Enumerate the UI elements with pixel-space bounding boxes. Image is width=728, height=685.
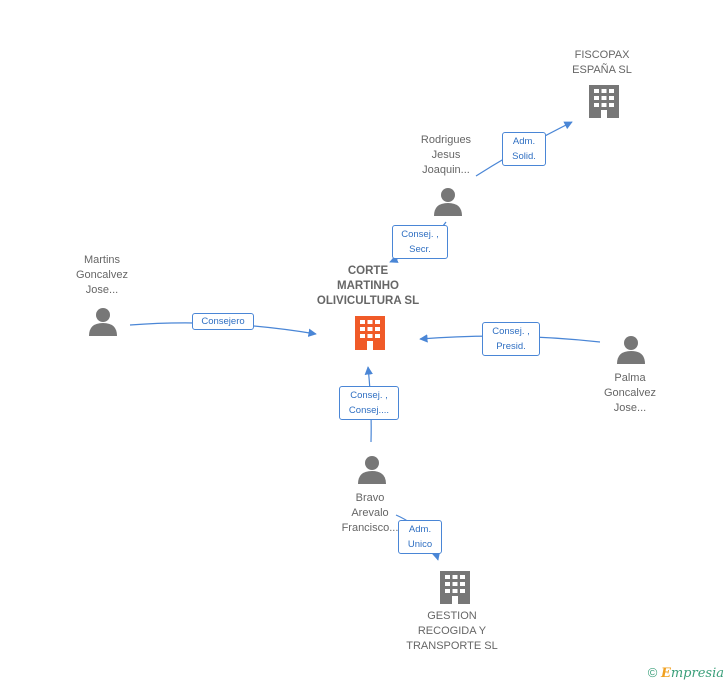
person-label-martins[interactable]: Martins Goncalvez Jose... — [76, 254, 128, 296]
building-icon[interactable] — [440, 571, 470, 604]
brand-logo: Empresia — [660, 666, 724, 681]
person-icon[interactable] — [617, 336, 645, 364]
person-icon[interactable] — [89, 308, 117, 336]
copyright-brand: © Empresia — [648, 665, 724, 681]
company-label-center[interactable]: CORTE MARTINHO OLIVICULTURA SL — [316, 265, 420, 307]
person-label-bravo[interactable]: Bravo Arevalo Francisco... — [341, 492, 399, 534]
copyright-symbol: © — [647, 665, 658, 680]
person-icon[interactable] — [434, 188, 462, 216]
building-icon[interactable] — [355, 316, 385, 350]
person-label-rodrigues[interactable]: Rodrigues Jesus Joaquin... — [420, 134, 472, 176]
person-icon[interactable] — [358, 456, 386, 484]
relation-badge-consejero: Consejero — [192, 313, 254, 330]
person-label-palma[interactable]: Palma Goncalvez Jose... — [604, 372, 656, 414]
company-label-fiscopax[interactable]: FISCOPAX ESPAÑA SL — [572, 49, 632, 76]
company-label-gestion[interactable]: GESTION RECOGIDA Y TRANSPORTE SL — [406, 610, 498, 652]
building-icon[interactable] — [589, 85, 619, 118]
relation-badge-adm-unico: Adm. Unico — [398, 520, 442, 554]
relation-badge-adm-solid: Adm. Solid. — [502, 132, 546, 166]
relation-badge-consej-secr: Consej. , Secr. — [392, 225, 448, 259]
relation-badge-consej-consej: Consej. , Consej.... — [339, 386, 399, 420]
relation-badge-consej-presid: Consej. , Presid. — [482, 322, 540, 356]
